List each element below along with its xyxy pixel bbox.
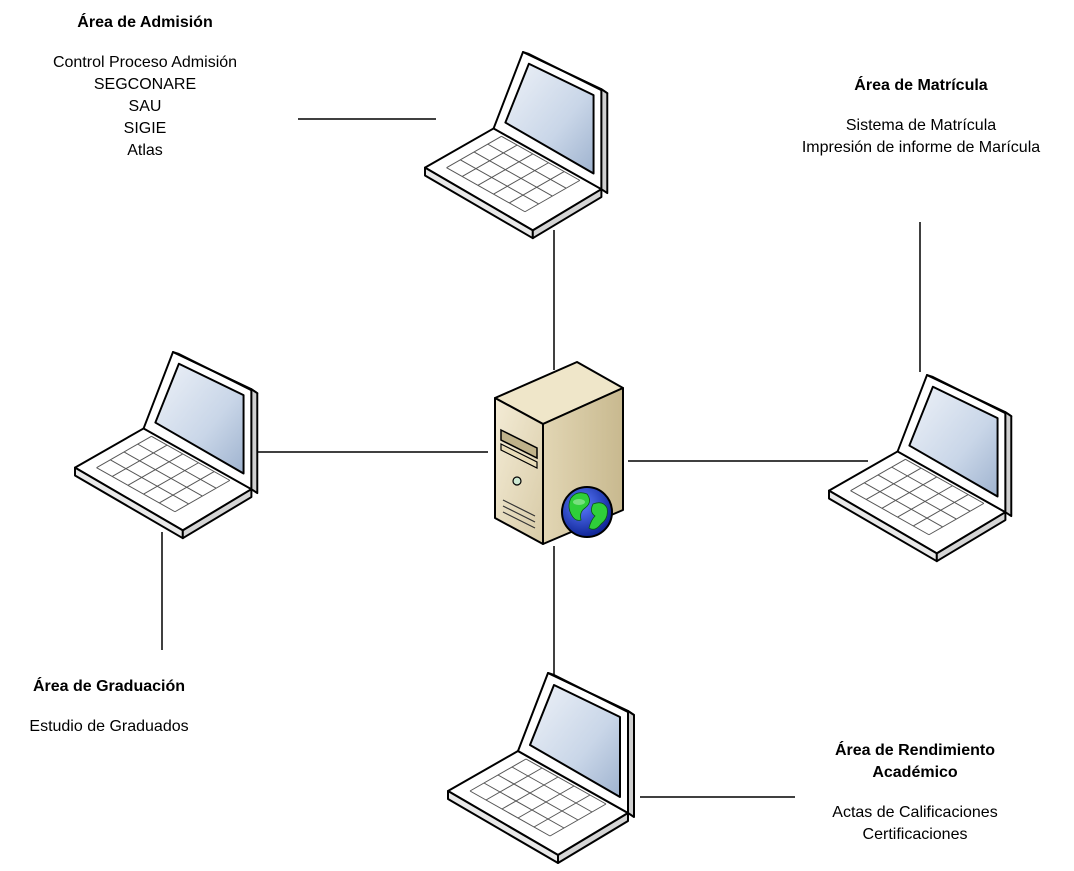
system-item: Atlas — [127, 142, 163, 159]
system-item: Sistema de Matrícula — [845, 117, 997, 134]
laptop-icon — [447, 672, 635, 864]
system-item: Estudio de Graduados — [29, 718, 189, 735]
system-item: Actas de Calificaciones — [832, 804, 998, 821]
laptop-icon — [74, 351, 259, 540]
connection-lines — [161, 118, 921, 798]
area-admision-label: Área de Admisión Control Proceso Admisió… — [20, 12, 270, 162]
system-item: Control Proceso Admisión — [52, 54, 238, 71]
web-server-icon — [494, 361, 624, 545]
area-rendimiento-title-line1: Área de Rendimiento — [834, 742, 996, 759]
laptop-icon — [828, 374, 1013, 563]
system-item: Impresión de informe de Marícula — [801, 139, 1041, 156]
area-rendimiento-title-line2: Académico — [872, 764, 958, 781]
system-item: SAU — [128, 98, 162, 115]
laptop-icon — [424, 51, 609, 240]
area-matricula-title: Área de Matrícula — [854, 77, 988, 94]
area-rendimiento-label: Área de Rendimiento Académico Actas de C… — [790, 740, 1040, 846]
system-item: SEGCONARE — [93, 76, 197, 93]
area-graduacion-title: Área de Graduación — [32, 678, 186, 695]
area-admision-title: Área de Admisión — [77, 14, 213, 31]
system-item: SIGIE — [123, 120, 167, 137]
area-matricula-label: Área de Matrícula Sistema de Matrícula I… — [770, 75, 1072, 159]
system-item: Certificaciones — [862, 826, 968, 843]
area-graduacion-label: Área de Graduación Estudio de Graduados — [0, 676, 218, 738]
